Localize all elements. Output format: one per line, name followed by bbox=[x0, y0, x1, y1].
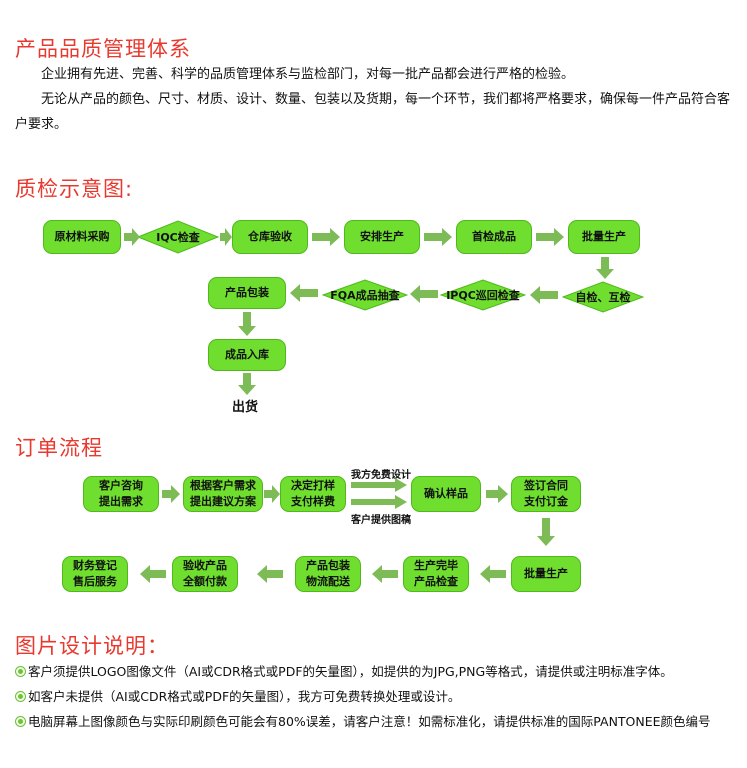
inspection-step-packaging: 产品包装 bbox=[208, 277, 286, 309]
section-title-inspection: 质检示意图: bbox=[15, 177, 134, 201]
step-line-2: 全额付款 bbox=[183, 575, 227, 588]
arrow-left-icon bbox=[410, 285, 438, 303]
order-step-pack-ship: 产品包装物流配送 bbox=[295, 556, 361, 592]
step-label: 批量生产 bbox=[582, 230, 626, 243]
arrow-right-icon bbox=[312, 228, 340, 246]
step-line-1: 生产完毕 bbox=[414, 559, 458, 572]
step-line-1: 根据客户需求 bbox=[190, 479, 256, 492]
arrow-left-icon bbox=[480, 565, 506, 583]
inspection-step-first-inspection: 首检成品 bbox=[456, 220, 532, 254]
inspection-exit-shipping: 出货 bbox=[232, 400, 259, 415]
arrow-right-icon bbox=[536, 228, 564, 246]
design-note-3-text: 电脑屏幕上图像颜色与实际印刷颜色可能会有80%误差，请客户注意！如需标准化，请提… bbox=[28, 714, 711, 729]
step-line-2: 提出需求 bbox=[99, 495, 143, 508]
branch-label-customer-artwork: 客户提供图稿 bbox=[351, 515, 411, 526]
arrow-left-icon bbox=[140, 565, 166, 583]
design-note-1: 客户须提供LOGO图像文件（AI或CDR格式或PDF的矢量图），如提供的为JPG… bbox=[15, 660, 737, 684]
step-line-2: 支付订金 bbox=[524, 495, 568, 508]
step-line-1: 签订合同 bbox=[524, 479, 568, 492]
step-label: 原材料采购 bbox=[54, 230, 110, 243]
arrow-down-icon bbox=[238, 373, 256, 395]
inspection-step-schedule-production: 安排生产 bbox=[344, 220, 420, 254]
inspection-step-mass-production: 批量生产 bbox=[568, 220, 640, 254]
section-title-quality: 产品品质管理体系 bbox=[15, 37, 191, 61]
quality-paragraph-2: 无论从产品的颜色、尺寸、材质、设计、数量、包装以及货期，每一个环节，我们都将严格… bbox=[15, 87, 737, 137]
diamond-shape bbox=[322, 279, 408, 311]
step-line-2: 提出建议方案 bbox=[190, 495, 256, 508]
branch-label-free-design: 我方免费设计 bbox=[351, 470, 411, 481]
design-note-3: 电脑屏幕上图像颜色与实际印刷颜色可能会有80%误差，请客户注意！如需标准化，请提… bbox=[15, 710, 737, 734]
order-step-accept-pay: 验收产品全额付款 bbox=[172, 556, 238, 592]
order-step-confirm-sample: 确认样品 bbox=[411, 476, 481, 512]
green-dot-icon bbox=[15, 666, 26, 677]
inspection-step-warehouse-check: 仓库验收 bbox=[232, 220, 308, 254]
step-line-2: 售后服务 bbox=[73, 575, 117, 588]
order-step-sampling: 决定打样支付样费 bbox=[280, 476, 346, 512]
step-line-2: 支付样费 bbox=[291, 495, 335, 508]
arrow-right-icon bbox=[162, 485, 180, 503]
step-line-1: 确认样品 bbox=[424, 487, 468, 500]
step-line-1: 产品包装 bbox=[306, 559, 350, 572]
step-line-1: 财务登记 bbox=[73, 559, 117, 572]
arrow-right-icon bbox=[264, 485, 280, 503]
arrow-right-icon bbox=[424, 228, 452, 246]
arrow-down-icon bbox=[596, 257, 614, 279]
inspection-step-ipqc: IPQC巡回检查 bbox=[440, 279, 526, 311]
design-note-2-text: 如客户未提供（AI或CDR格式或PDF的矢量图），我方可免费转换处理或设计。 bbox=[28, 689, 461, 704]
arrow-right-icon bbox=[220, 228, 232, 246]
section-title-design-notes: 图片设计说明： bbox=[15, 634, 169, 658]
step-label: 自检、互检 bbox=[575, 291, 631, 304]
arrow-right-icon bbox=[124, 228, 140, 246]
order-step-proposal: 根据客户需求提出建议方案 bbox=[183, 476, 263, 512]
inspection-step-iqc: IQC检查 bbox=[137, 220, 219, 254]
arrow-right-icon bbox=[351, 495, 407, 509]
step-line-1: 客户咨询 bbox=[99, 479, 143, 492]
inspection-step-self-mutual-check: 自检、互检 bbox=[562, 281, 644, 313]
green-dot-icon bbox=[15, 716, 26, 727]
quality-paragraph-1-text: 企业拥有先进、完善、科学的品质管理体系与监检部门，对每一批产品都会进行严格的检验… bbox=[41, 67, 575, 82]
section-title-order-flow: 订单流程 bbox=[15, 436, 103, 460]
design-note-1-text: 客户须提供LOGO图像文件（AI或CDR格式或PDF的矢量图），如提供的为JPG… bbox=[28, 664, 673, 679]
step-label: 产品包装 bbox=[225, 286, 269, 299]
step-line-1: 决定打样 bbox=[291, 479, 335, 492]
step-label: 仓库验收 bbox=[248, 230, 292, 243]
order-step-mass-production: 批量生产 bbox=[511, 556, 581, 592]
inspection-step-fqa: FQA成品抽查 bbox=[322, 279, 408, 311]
inspection-step-raw-material: 原材料采购 bbox=[43, 220, 121, 254]
inspection-step-warehousing: 成品入库 bbox=[208, 339, 286, 371]
step-label: 成品入库 bbox=[225, 348, 269, 361]
step-line-2: 产品检查 bbox=[414, 575, 458, 588]
diamond-shape bbox=[440, 279, 526, 311]
step-line-1: 验收产品 bbox=[183, 559, 227, 572]
arrow-left-icon bbox=[372, 565, 398, 583]
step-line-1: 批量生产 bbox=[524, 567, 568, 580]
step-label: FQA成品抽查 bbox=[330, 289, 400, 302]
order-step-consult: 客户咨询提出需求 bbox=[83, 476, 159, 512]
arrow-left-icon bbox=[530, 286, 558, 304]
arrow-down-icon bbox=[238, 312, 256, 336]
step-label: IPQC巡回检查 bbox=[446, 289, 520, 302]
quality-paragraph-1: 企业拥有先进、完善、科学的品质管理体系与监检部门，对每一批产品都会进行严格的检验… bbox=[15, 62, 737, 87]
step-label: 安排生产 bbox=[360, 230, 404, 243]
step-label: 首检成品 bbox=[472, 230, 516, 243]
step-label: IQC检查 bbox=[156, 231, 200, 244]
step-line-2: 物流配送 bbox=[306, 575, 350, 588]
design-note-2: 如客户未提供（AI或CDR格式或PDF的矢量图），我方可免费转换处理或设计。 bbox=[15, 685, 737, 709]
arrow-left-icon bbox=[290, 284, 318, 302]
diamond-shape bbox=[562, 281, 644, 313]
quality-paragraph-2-text: 无论从产品的颜色、尺寸、材质、设计、数量、包装以及货期，每一个环节，我们都将严格… bbox=[15, 92, 731, 132]
order-step-finish-inspect: 生产完毕产品检查 bbox=[403, 556, 469, 592]
arrow-left-icon bbox=[257, 565, 283, 583]
diamond-shape bbox=[137, 220, 219, 254]
order-step-contract: 签订合同支付订金 bbox=[511, 476, 581, 512]
green-dot-icon bbox=[15, 691, 26, 702]
arrow-right-icon bbox=[486, 485, 508, 503]
order-step-finance-aftersale: 财务登记售后服务 bbox=[62, 556, 128, 592]
arrow-right-icon bbox=[351, 478, 407, 492]
arrow-down-icon bbox=[537, 518, 555, 546]
